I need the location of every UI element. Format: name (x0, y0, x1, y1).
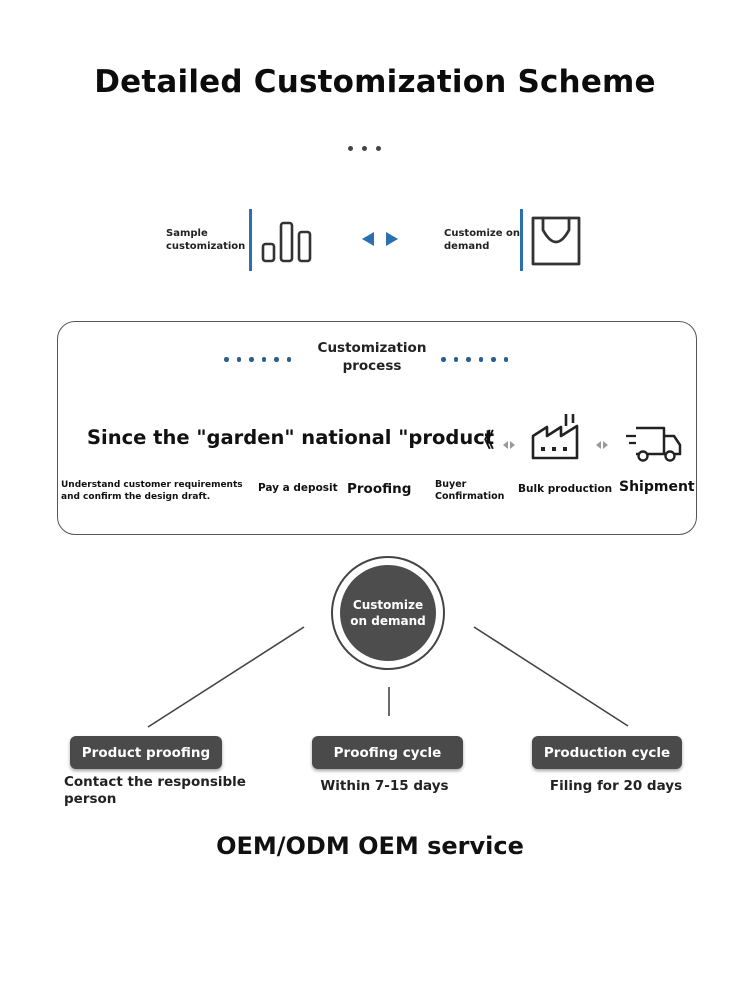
branch-product-proofing: Product proofing (70, 736, 222, 769)
footer-service-title: OEM/ODM OEM service (216, 832, 524, 860)
process-dots-right (441, 357, 508, 362)
branch-production-cycle-detail: Filing for 20 days (549, 778, 683, 794)
process-slogan: Since the "garden" national "product (87, 426, 495, 449)
delivery-truck-icon (626, 426, 682, 462)
decorative-dots (348, 146, 381, 151)
bar-chart-icon (261, 221, 312, 263)
branch-product-proofing-detail: Contact the responsible person (64, 774, 246, 807)
left-right-arrows-icon (362, 232, 398, 246)
sample-customization-label: Sample customization (166, 228, 246, 252)
step-bulk-production: Bulk production (518, 483, 613, 495)
branch-proofing-cycle-detail: Within 7-15 days (320, 778, 449, 794)
branch-proofing-cycle: Proofing cycle (312, 736, 463, 769)
small-arrows-icon (503, 441, 515, 449)
page-title: Detailed Customization Scheme (94, 64, 656, 100)
customization-process-panel (57, 321, 697, 535)
small-arrows-icon (596, 441, 608, 449)
slogan-mark: 《 (474, 428, 494, 452)
accent-divider (520, 209, 523, 271)
factory-icon (531, 414, 579, 460)
process-dots-left (224, 357, 291, 362)
step-proofing: Proofing (347, 481, 412, 497)
center-node-label: Customize on demand (350, 598, 426, 628)
step-pay-deposit: Pay a deposit (258, 482, 338, 494)
step-buyer-confirmation: Buyer Confirmation (435, 479, 505, 502)
accent-divider (249, 209, 252, 271)
process-title: Customization process (317, 340, 427, 374)
center-node: Customize on demand (340, 565, 436, 661)
step-shipment: Shipment (619, 479, 695, 495)
branch-production-cycle: Production cycle (532, 736, 682, 769)
customize-on-demand-label: Customize on demand (444, 228, 520, 252)
step-understand-requirements: Understand customer requirements and con… (61, 480, 243, 502)
shopping-bag-icon (531, 216, 581, 266)
